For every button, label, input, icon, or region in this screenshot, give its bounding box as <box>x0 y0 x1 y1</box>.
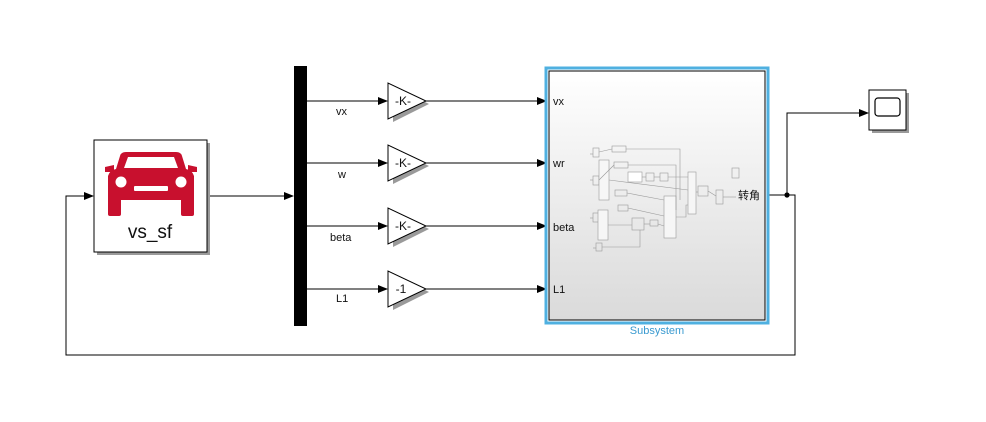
line-to-scope[interactable] <box>786 109 869 195</box>
subsystem-block[interactable]: vx wr beta L1 转角 <box>544 66 770 325</box>
grille-shape <box>134 186 168 191</box>
signal-lines <box>65 97 869 356</box>
signal-label-w: w <box>337 169 346 181</box>
branch-point <box>784 192 790 198</box>
outport-label: 转角 <box>738 188 760 202</box>
gain-block-beta[interactable]: -K- <box>387 207 429 247</box>
vehicle-block[interactable]: vs_sf <box>93 139 210 255</box>
windshield-shape <box>124 157 178 168</box>
subsystem-selection-highlight <box>544 66 770 325</box>
subsystem-thumbnail <box>590 145 740 252</box>
gain-value: -K- <box>395 156 411 170</box>
scope-icon <box>874 97 901 117</box>
headlight-left <box>115 176 127 188</box>
vehicle-block-label: vs_sf <box>128 222 173 243</box>
scope-block[interactable] <box>868 89 909 133</box>
headlight-right <box>175 176 187 188</box>
signal-label-vx: vx <box>336 106 348 118</box>
signal-label-beta: beta <box>330 232 352 244</box>
gain-value: -K- <box>395 94 411 108</box>
gain-block-vx[interactable]: -K- <box>387 82 429 122</box>
inport-label-vx: vx <box>553 96 565 108</box>
inport-label-wr: wr <box>552 158 565 170</box>
gain-block-w[interactable]: -K- <box>387 144 429 184</box>
inport-label-l1: L1 <box>553 284 565 296</box>
inport-label-beta: beta <box>553 222 575 234</box>
gain-value: -K- <box>395 219 411 233</box>
feedback-line[interactable] <box>65 192 796 356</box>
signal-label-l1: L1 <box>336 293 348 305</box>
subsystem-name-label: Subsystem <box>630 325 684 337</box>
gain-value: -1 <box>396 282 407 296</box>
bus-selector-block[interactable] <box>294 66 307 326</box>
gain-block-l1[interactable]: -1 <box>387 270 429 310</box>
